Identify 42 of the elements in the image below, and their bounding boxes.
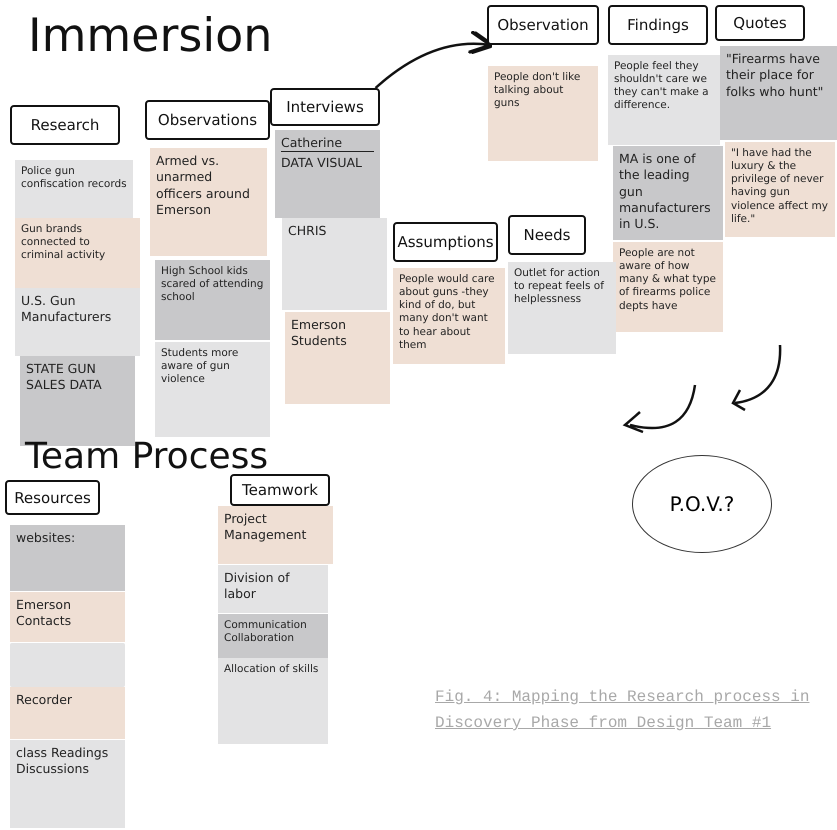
category-header: Findings	[608, 5, 708, 45]
sticky-note: Gun brands connected to criminal activity	[15, 218, 140, 288]
category-header: Research	[10, 105, 120, 145]
sticky-note: websites:	[10, 525, 125, 591]
sticky-note: Project Management	[218, 506, 333, 564]
category-header: Assumptions	[393, 222, 498, 262]
sticky-note: Emerson Students	[285, 312, 390, 404]
sticky-note: People are not aware of how many & what type of firearms police depts have	[613, 242, 723, 332]
sticky-note: Emerson Contacts	[10, 592, 125, 642]
note-text: DATA VISUAL	[281, 155, 364, 172]
sticky-note: "Firearms have their place for folks who hunt"	[720, 46, 837, 140]
curved-arrow	[374, 29, 494, 89]
category-header: Observations	[145, 100, 270, 140]
sticky-note: People don't like talking about guns	[488, 66, 598, 161]
figure-caption: Fig. 4: Mapping the Research process in Discovery Phase from Design Team #1	[435, 687, 810, 734]
sticky-note: People would care about guns -they kind of do, but many don't want to hear about them	[393, 268, 505, 364]
sticky-note	[275, 130, 380, 218]
sticky-note: Outlet for action to repeat feels of helplessness	[508, 262, 616, 354]
sticky-note: Allocation of skills	[218, 658, 328, 744]
sticky-note: Armed vs. unarmed officers around Emerson	[150, 148, 267, 256]
category-header: Observation	[487, 5, 599, 45]
sticky-note: Recorder	[10, 687, 125, 739]
sticky-note: Division of labor	[218, 565, 328, 613]
sticky-note: class Readings Discussions	[10, 740, 125, 828]
sticky-note: High School kids scared of attending school	[155, 260, 270, 340]
sticky-note: People feel they shouldn't care we they can't make a difference.	[608, 55, 720, 145]
category-header: Interviews	[270, 88, 380, 126]
sticky-note: Communication Collaboration	[218, 614, 328, 658]
note-heading: Catherine	[281, 135, 374, 152]
sticky-note: MA is one of the leading gun manufacturers in U.S.	[613, 146, 723, 240]
sticky-note: U.S. Gun Manufacturers	[15, 288, 140, 356]
pov-ellipse: P.O.V.?	[632, 455, 772, 553]
category-header: Needs	[508, 215, 586, 255]
sticky-note: "I have had the luxury & the privilege of never having gun violence affect my life."	[725, 142, 835, 237]
category-header: Teamwork	[230, 474, 330, 506]
sticky-note: Students more aware of gun violence	[155, 342, 270, 437]
category-header: Quotes	[715, 5, 805, 41]
sticky-note	[10, 643, 125, 687]
sticky-note: Police gun confiscation records	[15, 160, 133, 218]
sticky-note: CHRIS	[282, 218, 387, 310]
category-header: Resources	[5, 480, 100, 515]
section-heading: Immersion	[28, 8, 272, 62]
